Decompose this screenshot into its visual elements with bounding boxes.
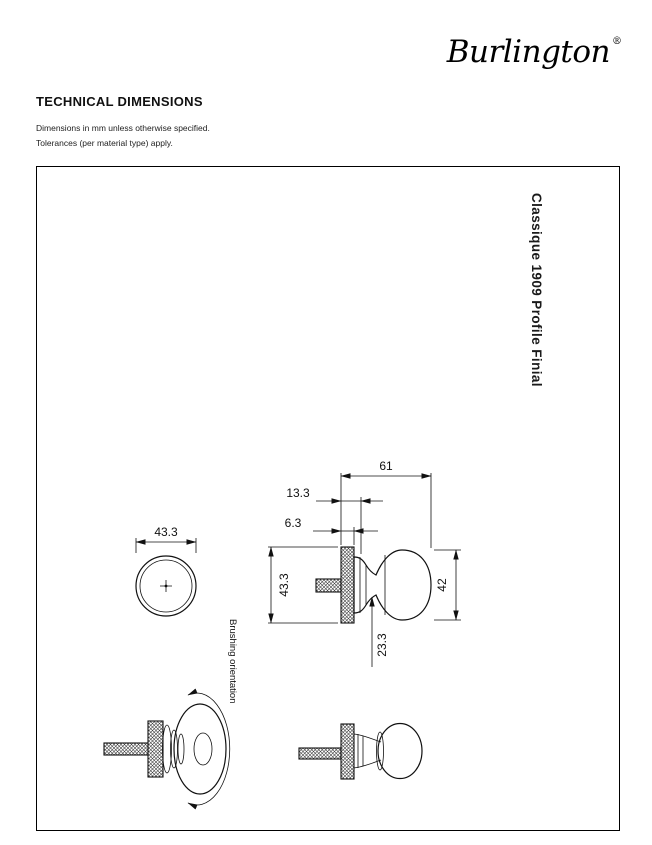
- extension-lines: [135, 538, 197, 553]
- dome-tip-ellipse: [193, 732, 213, 766]
- brand-name: Burlington: [446, 34, 611, 70]
- spindle: [315, 578, 342, 593]
- note-dimensions: Dimensions in mm unless otherwise specif…: [36, 123, 210, 133]
- neck-curves: [353, 733, 382, 769]
- profile-detail-lines: [359, 555, 386, 615]
- finial-face-inner-circle: [139, 559, 193, 613]
- knurled-disc: [340, 546, 355, 624]
- dim-dome-diameter-text: 42: [435, 578, 449, 592]
- knurled-disc: [147, 720, 164, 778]
- dim-overall-length-text: 61: [379, 459, 393, 473]
- dim-disc-diameter-text: 43.3: [277, 573, 291, 597]
- rotation-arrow-icon: [187, 688, 231, 810]
- dim-disc-thickness: 6.3: [285, 516, 378, 545]
- front-view: 43.3: [135, 525, 197, 617]
- dim-step-length: 13.3: [286, 486, 383, 554]
- finial-profile-body: [353, 549, 432, 621]
- dim-front-diameter: 43.3: [135, 525, 197, 553]
- pictorial-side-view: [298, 722, 423, 780]
- pictorial-rotation-view: Brushing orientation: [103, 619, 238, 810]
- brand-logo: Burlington®: [447, 34, 622, 70]
- technical-drawing: 43.3 61 13.3: [103, 459, 461, 810]
- registered-mark-icon: ®: [612, 36, 622, 47]
- dim-overall-length: 61: [340, 459, 432, 548]
- dim-front-diameter-text: 43.3: [154, 525, 178, 539]
- dome-base-rim: [376, 731, 384, 771]
- extension-lines: [268, 546, 338, 624]
- note-tolerances: Tolerances (per material type) apply.: [36, 138, 173, 148]
- dim-neck-length-text: 23.3: [375, 633, 389, 657]
- dome: [377, 722, 423, 780]
- spindle: [298, 747, 342, 760]
- side-view: 61 13.3 6.3: [268, 459, 461, 667]
- dim-disc-diameter: 43.3: [268, 546, 338, 624]
- dim-neck-length: 23.3: [369, 596, 389, 667]
- turned-bead: [162, 724, 172, 774]
- dim-dome-diameter: 42: [434, 549, 461, 621]
- extension-lines: [340, 473, 432, 548]
- dome-sweep-ellipse: [173, 703, 227, 795]
- turned-bead: [177, 733, 185, 765]
- profile-detail-lines: [357, 734, 364, 768]
- product-name-vertical: Classique 1909 Profile Finial: [529, 193, 544, 387]
- turned-bead: [170, 729, 178, 769]
- spindle: [103, 742, 149, 756]
- dim-step-length-text: 13.3: [286, 486, 310, 500]
- drawing-frame: Classique 1909 Profile Finial: [36, 166, 620, 831]
- dim-disc-thickness-text: 6.3: [285, 516, 302, 530]
- page-title: TECHNICAL DIMENSIONS: [36, 94, 203, 109]
- knurled-disc: [340, 723, 355, 780]
- brushing-orientation-label: Brushing orientation: [227, 619, 238, 704]
- finial-face-outer-circle: [135, 555, 197, 617]
- center-mark-icon: [160, 580, 172, 592]
